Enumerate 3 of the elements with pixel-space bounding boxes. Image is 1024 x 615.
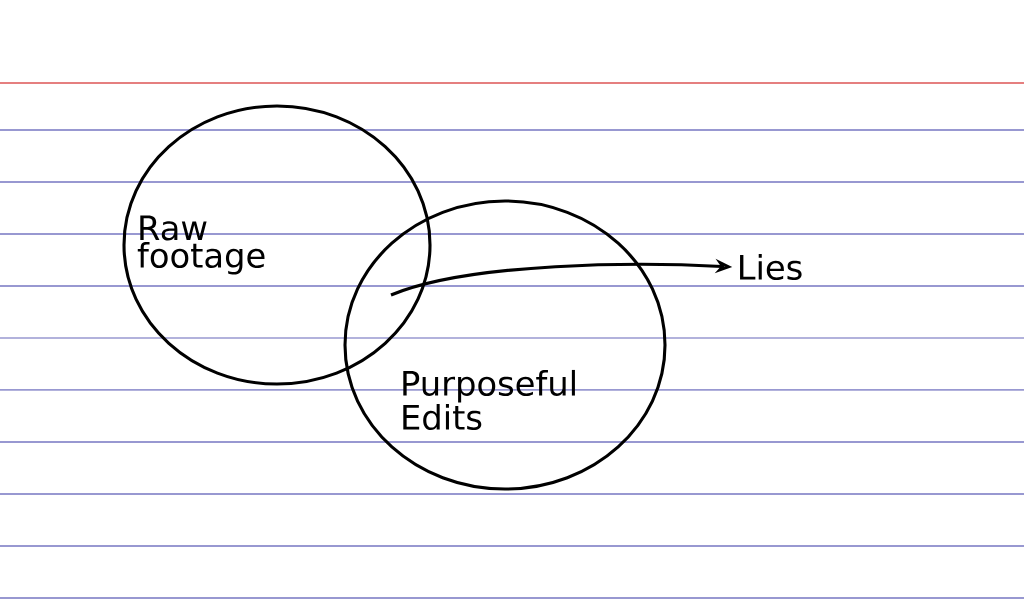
circle-label: Purposeful Edits <box>403 369 575 431</box>
circle-label: Raw footage <box>137 215 265 275</box>
text-label: Lies <box>740 253 802 281</box>
